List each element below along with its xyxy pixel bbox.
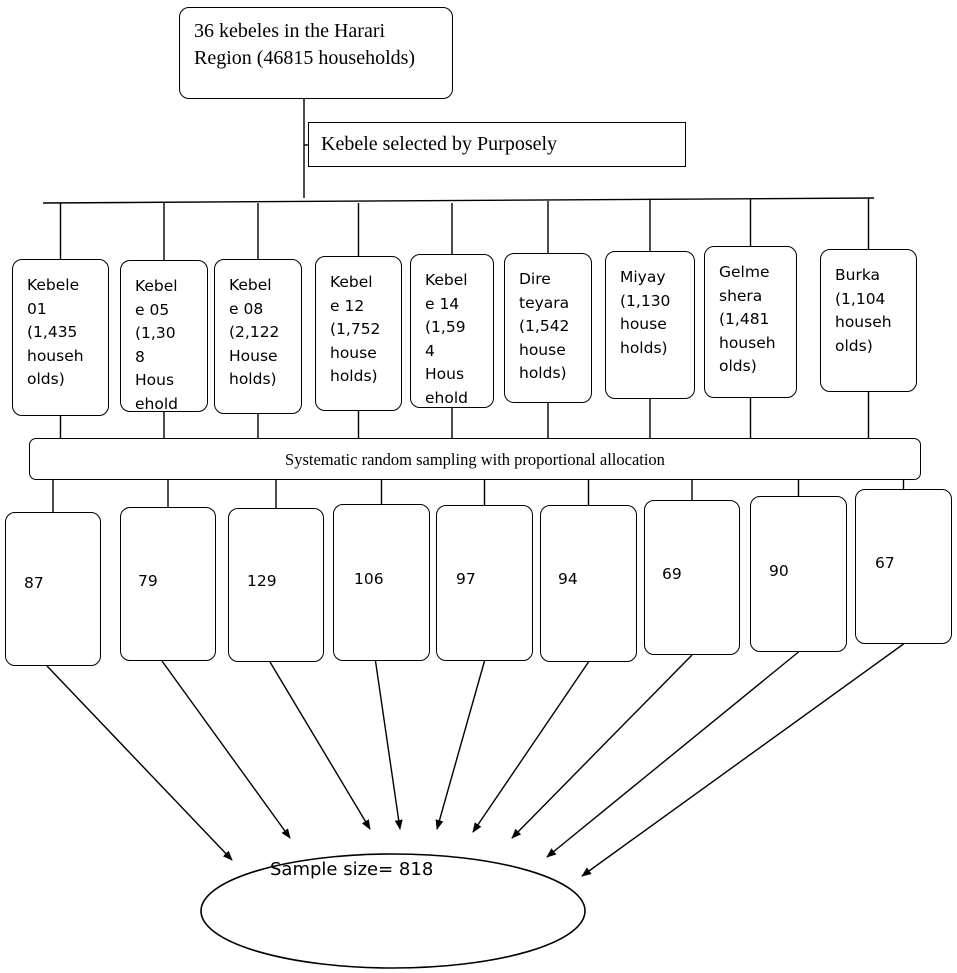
sample-size-box: 97 xyxy=(436,505,533,661)
sample-size-value: 97 xyxy=(456,570,476,588)
kebele-label: Kebel e 05 (1,30 8 Hous ehold xyxy=(135,277,178,413)
sample-size-value: 87 xyxy=(24,574,44,592)
sample-size-box: 69 xyxy=(644,500,740,655)
sample-arrow xyxy=(546,651,799,858)
sample-size-value: 90 xyxy=(769,562,789,580)
sample-size-value: 129 xyxy=(247,572,277,590)
sample-arrow xyxy=(46,665,233,861)
systematic-sampling-label: Systematic random sampling with proporti… xyxy=(285,450,665,469)
sample-size-box: 67 xyxy=(855,489,952,644)
kebele-label: Burka (1,104 househ olds) xyxy=(835,266,892,355)
kebele-box: Kebel e 05 (1,30 8 Hous ehold xyxy=(120,260,208,413)
total-sample-label: Sample size= 818 xyxy=(270,859,434,880)
systematic-sampling-box: Systematic random sampling with proporti… xyxy=(29,438,921,480)
arrow-lines xyxy=(46,643,904,877)
sample-size-box: 94 xyxy=(540,505,637,662)
sample-size-value: 94 xyxy=(558,570,578,588)
sample-size-box: 87 xyxy=(5,512,101,666)
branch-bar xyxy=(42,197,875,204)
purposive-selection-label: Kebele selected by Purposely xyxy=(321,133,558,155)
kebele-label: Dire teyara (1,542 house holds) xyxy=(519,270,570,382)
sample-size-value: 69 xyxy=(662,565,682,583)
sample-size-box: 90 xyxy=(750,496,847,652)
kebele-label: Miyay (1,130 house holds) xyxy=(620,268,671,357)
sample-arrow xyxy=(511,654,693,839)
kebele-box: Kebele 01 (1,435 househ olds) xyxy=(12,259,109,416)
kebele-box: Dire teyara (1,542 house holds) xyxy=(504,253,592,403)
kebele-label: Kebel e 14 (1,59 4 Hous ehold xyxy=(425,271,468,407)
sample-size-box: 129 xyxy=(228,508,324,662)
kebele-box: Burka (1,104 househ olds) xyxy=(820,249,917,392)
region-kebeles-box: 36 kebeles in the Harari Region (46815 h… xyxy=(179,7,453,99)
kebele-label: Kebele 01 (1,435 househ olds) xyxy=(27,276,84,388)
kebele-box: Kebel e 14 (1,59 4 Hous ehold xyxy=(410,254,494,408)
sample-size-value: 79 xyxy=(138,572,158,590)
sample-size-value: 106 xyxy=(354,570,384,588)
sample-size-box: 106 xyxy=(333,504,430,661)
kebele-label: Gelme shera (1,481 househ olds) xyxy=(719,263,776,375)
sample-arrow xyxy=(472,661,590,833)
kebele-label: Kebel e 12 (1,752 house holds) xyxy=(330,273,381,385)
kebele-box: Kebel e 12 (1,752 house holds) xyxy=(315,256,402,411)
purposive-selection-box: Kebele selected by Purposely xyxy=(308,122,686,167)
sample-arrow xyxy=(581,643,904,877)
sample-arrow xyxy=(269,661,371,830)
sample-arrow xyxy=(435,660,486,830)
total-sample-ellipse xyxy=(200,853,586,969)
region-kebeles-label: 36 kebeles in the Harari Region (46815 h… xyxy=(194,20,416,69)
sample-arrow xyxy=(374,660,403,830)
sample-arrow xyxy=(161,660,291,839)
kebele-box: Miyay (1,130 house holds) xyxy=(605,251,695,399)
kebele-label: Kebel e 08 (2,122 House holds) xyxy=(229,276,280,388)
sample-size-box: 79 xyxy=(120,507,216,661)
sample-size-value: 67 xyxy=(875,554,895,572)
tree-lines xyxy=(42,99,905,512)
kebele-box: Gelme shera (1,481 househ olds) xyxy=(704,246,797,398)
kebele-box: Kebel e 08 (2,122 House holds) xyxy=(214,259,302,414)
